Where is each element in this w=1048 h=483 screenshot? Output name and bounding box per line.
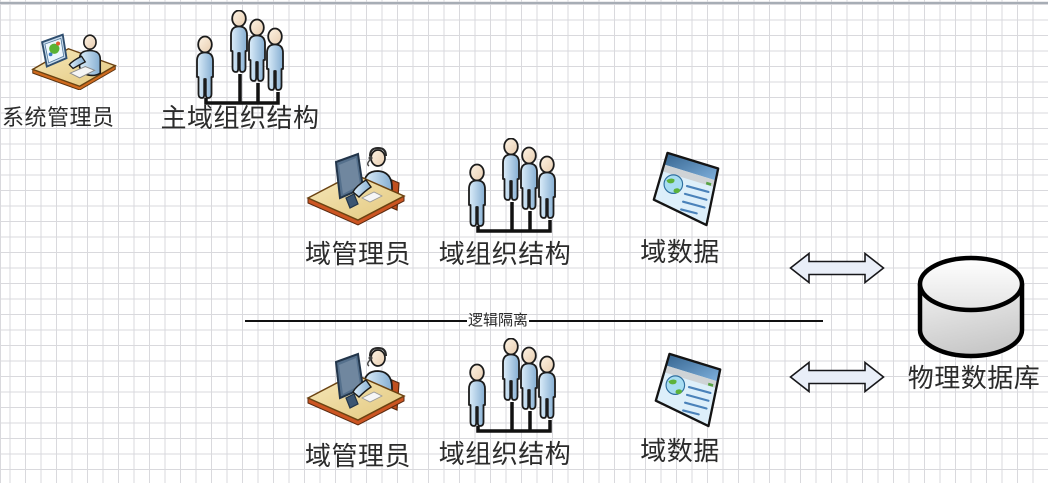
- node-label: 系统管理员: [2, 106, 115, 131]
- node-label: 域组织结构: [438, 240, 572, 270]
- org-people-icon: [464, 138, 560, 238]
- node-domain-org-top[interactable]: 域组织结构: [438, 138, 572, 274]
- domain-admin-desk-icon: [307, 147, 405, 226]
- database-cylinder-icon: [915, 250, 1027, 364]
- org-people-icon: [192, 10, 288, 110]
- app-window-icon: [654, 352, 722, 428]
- org-people-icon: [464, 338, 560, 438]
- node-main-org[interactable]: 主域组织结构: [156, 8, 324, 134]
- node-domain-org-bottom[interactable]: 域组织结构: [438, 338, 572, 474]
- node-label: 域组织结构: [438, 440, 572, 470]
- double-arrow-icon: [789, 252, 885, 284]
- node-domain-data-top[interactable]: 域数据: [640, 150, 720, 272]
- admin-desk-icon: [31, 33, 117, 90]
- node-domain-admin-top[interactable]: 域管理员: [302, 146, 414, 274]
- node-label: 物理数据库: [907, 364, 1041, 394]
- page-top-border: [0, 2, 1048, 4]
- divider-line-right: [529, 320, 823, 322]
- node-physical-db[interactable]: 物理数据库: [900, 250, 1048, 398]
- domain-admin-desk-icon: [307, 347, 405, 426]
- logical-isolation-divider: 逻辑隔离: [245, 306, 823, 329]
- node-domain-data-bottom[interactable]: 域数据: [640, 351, 722, 471]
- node-system-admin[interactable]: 系统管理员: [2, 26, 120, 136]
- node-label: 域管理员: [304, 442, 411, 472]
- double-arrow-icon: [789, 361, 885, 393]
- divider-label: 逻辑隔离: [467, 311, 528, 329]
- node-label: 域管理员: [304, 240, 411, 270]
- node-label: 域数据: [640, 437, 720, 467]
- connector-arrow-bottom[interactable]: [789, 361, 885, 393]
- divider-line-left: [245, 320, 467, 322]
- node-label: 域数据: [640, 238, 720, 268]
- node-label: 主域组织结构: [160, 104, 320, 134]
- node-domain-admin-bottom[interactable]: 域管理员: [302, 346, 414, 474]
- app-window-icon: [652, 151, 720, 227]
- connector-arrow-top[interactable]: [789, 252, 885, 284]
